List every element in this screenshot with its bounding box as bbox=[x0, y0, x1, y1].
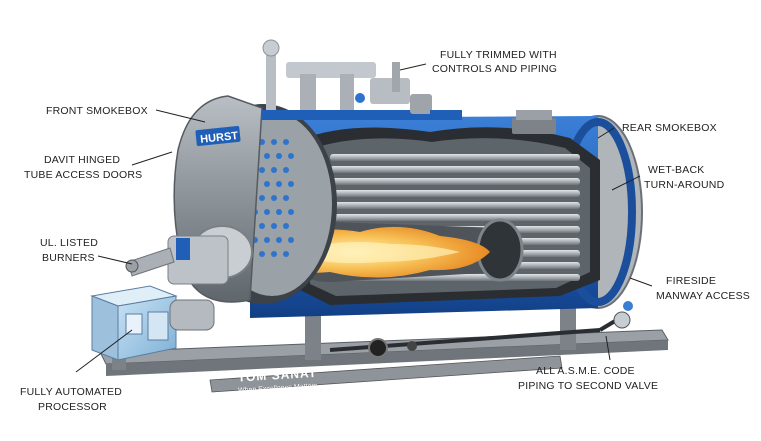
label-asme-code: ALL A.S.M.E. CODE bbox=[536, 365, 635, 377]
tube-hole bbox=[271, 195, 277, 201]
label-fireside: FIRESIDE bbox=[666, 275, 716, 287]
label-manway-access: MANWAY ACCESS bbox=[656, 290, 750, 302]
tube-hole bbox=[259, 251, 265, 257]
tube-hole bbox=[283, 139, 289, 145]
tube-hole bbox=[259, 195, 265, 201]
fire-tube bbox=[330, 214, 580, 221]
brand-name: TOM SANAT bbox=[237, 366, 317, 385]
fire-tube bbox=[330, 202, 580, 209]
tube-hole bbox=[271, 223, 277, 229]
tube-hole bbox=[283, 251, 289, 257]
label-davit-hinged: DAVIT HINGED bbox=[44, 154, 120, 166]
tube-hole bbox=[283, 167, 289, 173]
fire-tube bbox=[330, 178, 580, 185]
tube-hole bbox=[276, 237, 282, 243]
fire-tube bbox=[330, 190, 580, 197]
top-trim-piping bbox=[262, 39, 556, 134]
label-tube-access-doors: TUBE ACCESS DOORS bbox=[24, 169, 142, 181]
fire-tube bbox=[330, 154, 580, 161]
label-fully-trimmed: FULLY TRIMMED WITH bbox=[440, 49, 557, 61]
label-ul-listed: UL. LISTED bbox=[40, 237, 98, 249]
tube-hole bbox=[259, 167, 265, 173]
callout-leaders bbox=[75, 63, 653, 373]
label-front-smokebox: FRONT SMOKEBOX bbox=[46, 105, 148, 117]
tube-hole bbox=[264, 181, 270, 187]
tube-hole bbox=[288, 153, 294, 159]
tube-hole bbox=[264, 237, 270, 243]
tube-hole bbox=[283, 195, 289, 201]
tube-hole bbox=[276, 181, 282, 187]
label-controls-piping: CONTROLS AND PIPING bbox=[432, 63, 557, 75]
tube-hole bbox=[288, 181, 294, 187]
burner-assembly bbox=[125, 225, 253, 285]
tube-hole bbox=[276, 209, 282, 215]
nameplate-text: HURST bbox=[200, 130, 239, 146]
tube-hole bbox=[271, 139, 277, 145]
label-fully-automated: FULLY AUTOMATED bbox=[20, 386, 122, 398]
brand-logo: TOM SANAT When Excellence Matters bbox=[237, 366, 318, 395]
tube-hole bbox=[283, 223, 289, 229]
tube-hole bbox=[271, 167, 277, 173]
tube-hole bbox=[288, 237, 294, 243]
label-rear-smokebox: REAR SMOKEBOX bbox=[622, 122, 717, 134]
label-processor: PROCESSOR bbox=[38, 401, 107, 413]
callout-labels: FRONT SMOKEBOX DAVIT HINGED TUBE ACCESS … bbox=[20, 49, 750, 413]
tube-hole bbox=[264, 209, 270, 215]
fire-tube bbox=[330, 166, 580, 173]
tube-hole bbox=[264, 153, 270, 159]
label-piping-second-valve: PIPING TO SECOND VALVE bbox=[518, 380, 658, 392]
tube-hole bbox=[259, 223, 265, 229]
tube-hole bbox=[288, 209, 294, 215]
tube-hole bbox=[271, 251, 277, 257]
brand-slogan: When Excellence Matters bbox=[238, 383, 318, 395]
label-burners: BURNERS bbox=[42, 252, 95, 264]
automated-processor bbox=[90, 285, 215, 361]
label-wet-back: WET-BACK bbox=[648, 164, 704, 176]
tube-hole bbox=[276, 153, 282, 159]
bottom-piping bbox=[329, 301, 633, 358]
label-turn-around: TURN-AROUND bbox=[644, 179, 725, 191]
